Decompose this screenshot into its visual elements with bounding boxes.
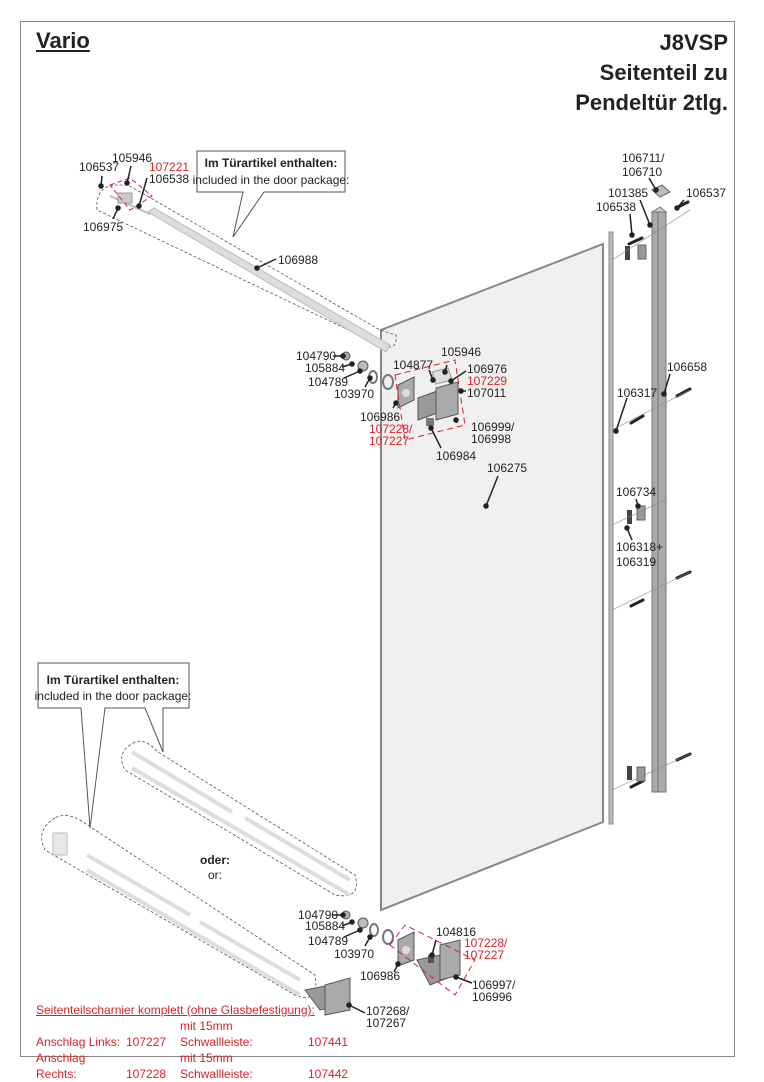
label-107229: 107229 <box>467 374 507 388</box>
red-bracket-top <box>109 177 153 211</box>
rail-bracket <box>52 832 68 856</box>
label-107267: 107267 <box>366 1016 406 1030</box>
label-106997: 106997/ <box>472 978 516 992</box>
rails-a <box>130 750 352 897</box>
seal-strip <box>608 231 614 825</box>
label-103970-lower: 103970 <box>334 947 374 961</box>
label-107268: 107268/ <box>366 1004 410 1018</box>
dowels <box>625 246 632 780</box>
alt-label-en: or: <box>208 868 222 882</box>
label-106984: 106984 <box>436 449 476 463</box>
label-107227-lower: 107227 <box>464 948 504 962</box>
label-106734: 106734 <box>616 485 656 499</box>
label-106986-lower: 106986 <box>360 969 400 983</box>
label-104790-lower: 104790 <box>298 908 338 922</box>
part-labels: 106537 105946 107221 106538 106975 10698… <box>79 151 726 1030</box>
label-105884: 105884 <box>305 361 345 375</box>
rail-group-a <box>121 740 357 897</box>
label-103970: 103970 <box>334 387 374 401</box>
note-label: mit 15mm Schwallleiste: <box>180 1019 253 1049</box>
label-107228: 107228/ <box>369 422 413 436</box>
side-label: Anschlag Links: <box>36 1035 121 1049</box>
rails-b <box>85 853 302 997</box>
label-104790: 104790 <box>296 349 336 363</box>
label-104789-lower: 104789 <box>308 934 348 948</box>
label-106537: 106537 <box>79 160 119 174</box>
title-line-2: Seitenteil zu <box>599 60 728 85</box>
profile-top <box>650 206 668 213</box>
callout-top-line1: Im Türartikel enthalten: <box>205 156 338 170</box>
plates <box>636 244 647 782</box>
callout-bottom-line2: included in the door package: <box>35 689 192 703</box>
label-104816: 104816 <box>436 925 476 939</box>
label-106996: 106996 <box>472 990 512 1004</box>
footer-row-right: Anschlag Rechts: 107228 mit 15mm Schwallle… <box>36 1050 348 1082</box>
label-106710: 106710 <box>622 165 662 179</box>
title-line-3: Pendeltür 2tlg. <box>575 90 728 115</box>
label-106275: 106275 <box>487 461 527 475</box>
label-105946: 105946 <box>112 151 152 165</box>
label-107228-lower: 107228/ <box>464 936 508 950</box>
leader-lines <box>98 165 685 1014</box>
upper-hinge <box>341 351 466 441</box>
label-106711: 106711/ <box>622 151 665 165</box>
article-code: 107228 <box>126 1067 167 1081</box>
article-code-2: 107441 <box>308 1035 349 1049</box>
top-rail <box>147 207 391 353</box>
footer-heading: Seitenteilscharnier komplett (ohne Glasb… <box>36 1003 315 1017</box>
label-107221: 107221 <box>149 160 189 174</box>
lower-hinge <box>304 910 476 1016</box>
label-107227: 107227 <box>369 434 409 448</box>
label-106537-right: 106537 <box>686 186 726 200</box>
axis-lines <box>611 209 691 791</box>
label-106658: 106658 <box>667 360 707 374</box>
glass-panel <box>380 242 604 912</box>
article-code: 107227 <box>126 1035 167 1049</box>
label-106319: 106319 <box>616 555 656 569</box>
side-label: Anschlag Rechts: <box>36 1051 86 1081</box>
label-106986: 106986 <box>360 410 400 424</box>
label-106975: 106975 <box>83 220 123 234</box>
callout-top: Im Türartikel enthalten: included in the… <box>193 150 350 238</box>
label-106318: 106318+ <box>616 540 663 554</box>
alt-label-de: oder: <box>200 853 230 867</box>
article-code-2: 107442 <box>308 1067 349 1081</box>
callout-bottom-line1: Im Türartikel enthalten: <box>47 673 180 687</box>
wall-profile <box>651 211 667 793</box>
label-105946-hinge: 105946 <box>441 345 481 359</box>
page-title: J8VSP Seitenteil zu Pendeltür 2tlg. <box>575 28 728 118</box>
callout-bottom: Im Türartikel enthalten: included in the… <box>35 662 192 829</box>
callout-top-line2: included in the door package: <box>193 173 350 187</box>
label-106976: 106976 <box>467 362 507 376</box>
label-106998: 106998 <box>471 432 511 446</box>
label-104789: 104789 <box>308 375 348 389</box>
label-106538: 106538 <box>149 172 189 186</box>
brand-label: Vario <box>36 28 90 53</box>
label-104877: 104877 <box>393 358 433 372</box>
footer-row-left: Anschlag Links: 107227 mit 15mm Schwalllei… <box>36 1018 348 1050</box>
label-106538-right: 106538 <box>596 200 636 214</box>
title-line-1: J8VSP <box>659 30 729 55</box>
label-106317: 106317 <box>617 386 657 400</box>
label-105884-lower: 105884 <box>305 919 345 933</box>
drawing-frame <box>20 21 735 1057</box>
label-106988: 106988 <box>278 253 318 267</box>
label-101385: 101385 <box>608 186 648 200</box>
rail-end <box>109 195 151 215</box>
hinge-order-info: Seitenteilscharnier komplett (ohne Glasb… <box>36 1002 348 1082</box>
note-label: mit 15mm Schwallleiste: <box>180 1051 253 1081</box>
label-107011: 107011 <box>467 386 506 400</box>
label-106999: 106999/ <box>471 420 515 434</box>
